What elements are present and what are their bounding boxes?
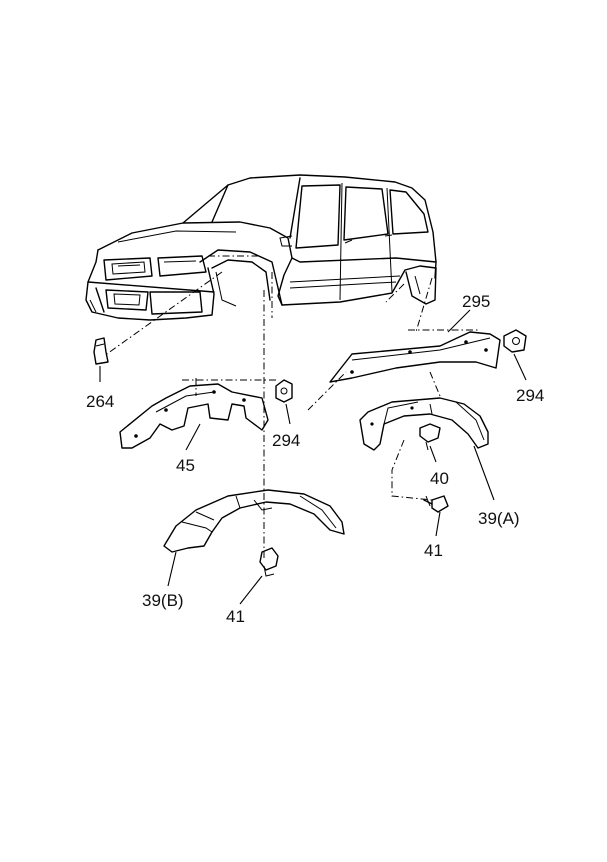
callout-45: 45 <box>176 456 195 475</box>
callout-264: 264 <box>86 392 114 411</box>
part-295-seal <box>329 331 501 383</box>
callout-39a: 39(A) <box>478 509 520 528</box>
callout-41-right: 41 <box>424 541 443 560</box>
vehicle-drawing <box>85 174 437 321</box>
callout-294-left: 294 <box>272 431 300 450</box>
part-41-screw-left <box>259 547 279 577</box>
part-39b-splash-shield <box>163 489 345 553</box>
part-264-bracket <box>93 337 109 365</box>
callout-41-left: 41 <box>226 607 245 626</box>
part-40-clip <box>419 423 441 451</box>
callout-39b: 39(B) <box>142 591 184 610</box>
phantom-lines <box>103 255 478 560</box>
part-45-seal <box>119 383 269 449</box>
part-39a-splash-shield <box>359 397 489 451</box>
callout-295: 295 <box>462 292 490 311</box>
part-294-clip-left <box>275 379 293 403</box>
leader-lines <box>99 309 527 605</box>
callout-40: 40 <box>430 469 449 488</box>
part-294-clip-right <box>503 329 527 353</box>
callout-294-right: 294 <box>516 386 544 405</box>
part-41-screw-right <box>423 495 449 513</box>
